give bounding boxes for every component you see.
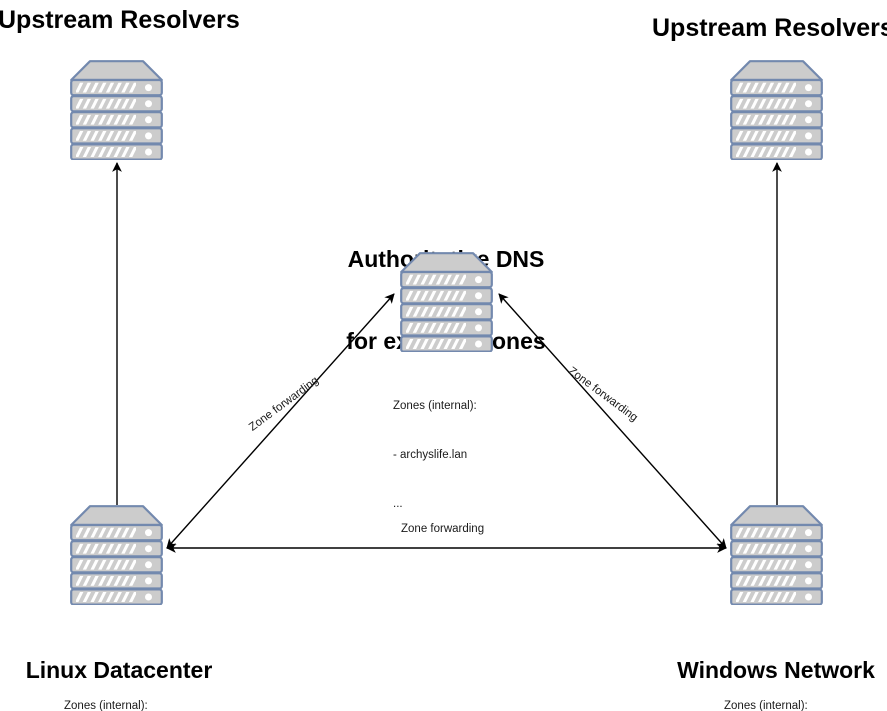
zones-windows-line1: Zones (internal): xyxy=(724,699,808,711)
server-rack-icon xyxy=(730,60,823,160)
server-rack-icon xyxy=(70,60,163,160)
zones-authoritative-line1: Zones (internal): xyxy=(393,399,477,412)
server-rack-icon xyxy=(730,505,823,605)
zones-linux: Zones (internal): - lnx.archyslife.lan .… xyxy=(64,665,156,711)
heading-windows-line1: Windows Network xyxy=(677,657,875,684)
heading-windows-network: Windows Network with AD xyxy=(626,603,887,711)
server-icon-upstream-right xyxy=(730,60,823,160)
heading-upstream-resolvers-left: Upstream Resolvers xyxy=(0,6,240,34)
zones-authoritative-line2: - archyslife.lan xyxy=(393,448,468,461)
server-icon-linux xyxy=(70,505,163,605)
zones-linux-line1: Zones (internal): xyxy=(64,699,148,711)
zones-windows: Zones (internal): - ads.archyslife.lan .… xyxy=(724,665,820,711)
server-rack-icon xyxy=(70,505,163,605)
server-rack-icon xyxy=(400,252,493,352)
heading-linux-line1: Linux Datacenter xyxy=(25,657,213,684)
edge-label-linux-to-windows: Zone forwarding xyxy=(401,523,485,535)
server-icon-windows xyxy=(730,505,823,605)
server-icon-authoritative xyxy=(400,252,493,352)
heading-upstream-resolvers-right: Upstream Resolvers xyxy=(652,14,887,42)
heading-linux-datacenter: Linux Datacenter with IDM xyxy=(0,603,269,711)
server-icon-upstream-left xyxy=(70,60,163,160)
zones-authoritative-line3: ... xyxy=(393,497,403,510)
zones-authoritative: Zones (internal): - archyslife.lan ... xyxy=(393,365,477,545)
